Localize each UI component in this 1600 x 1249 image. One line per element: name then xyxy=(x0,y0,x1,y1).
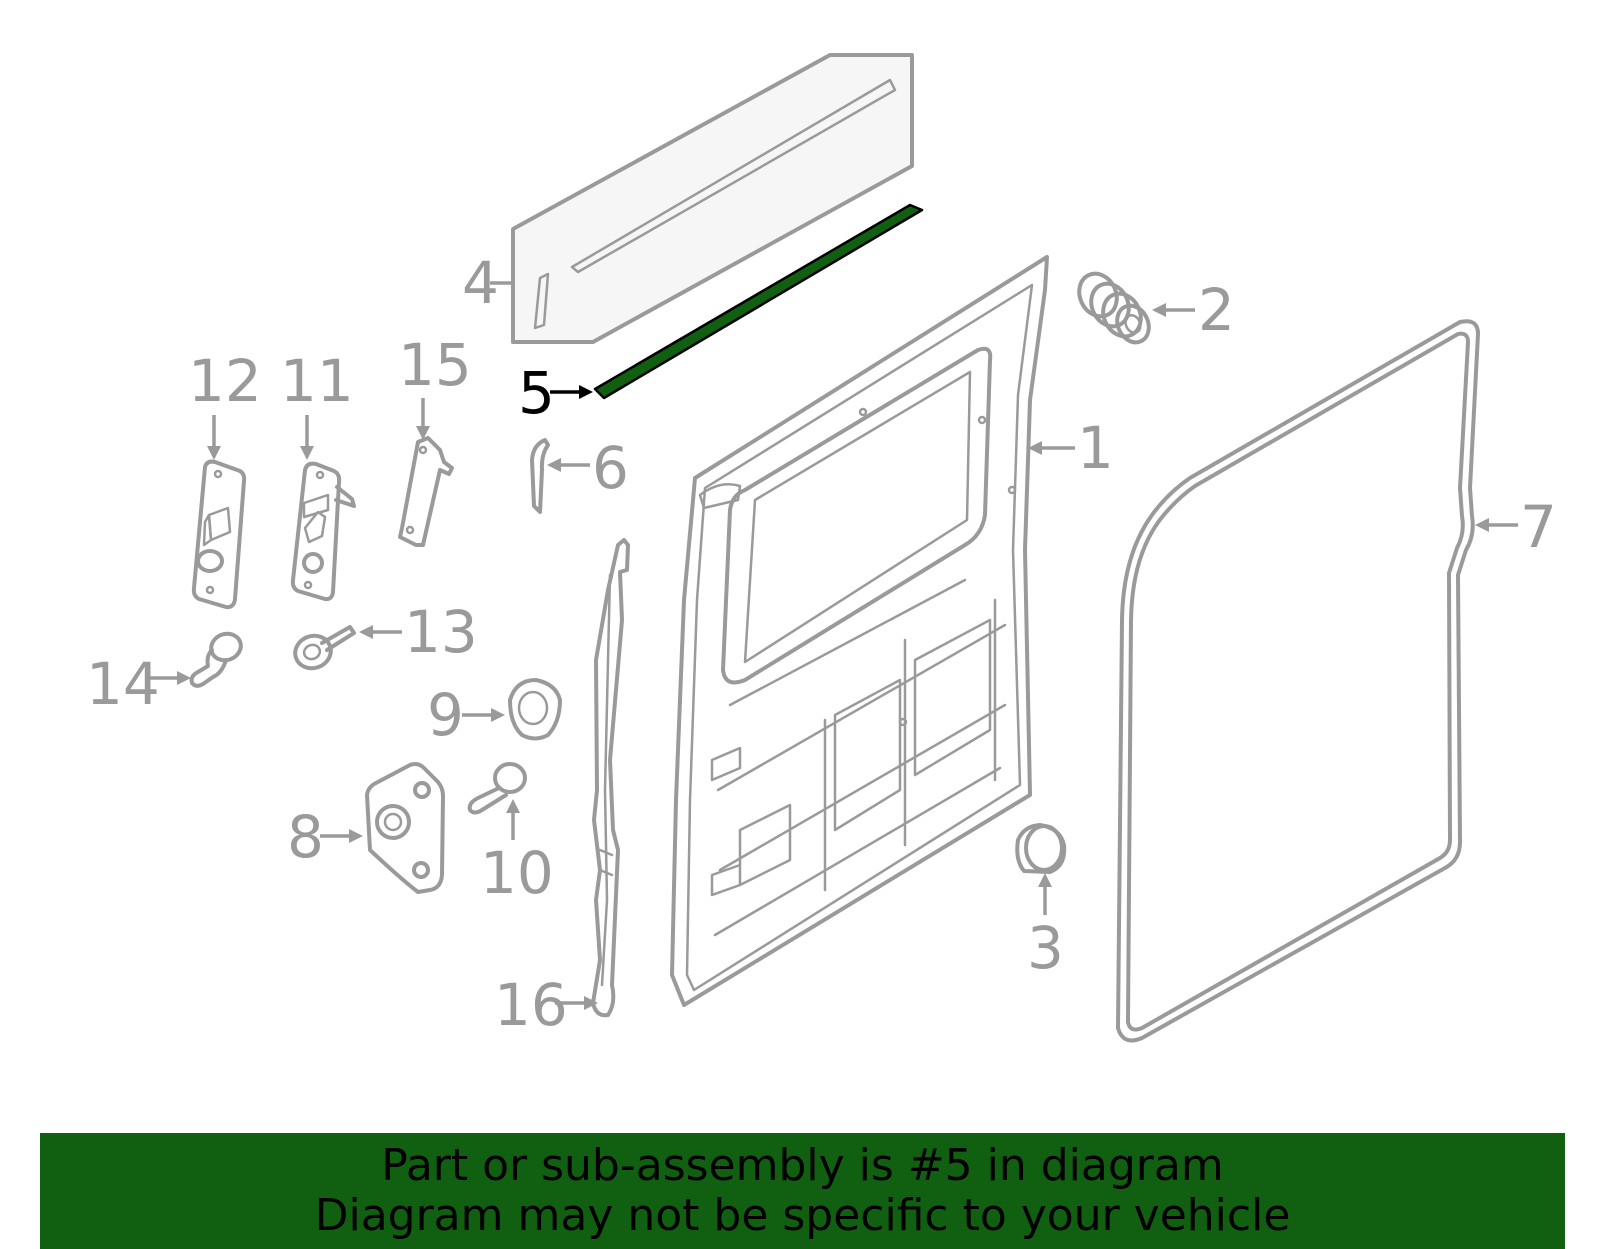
arrow-9 xyxy=(462,708,505,722)
arrow-12 xyxy=(207,415,221,460)
part-6-clip[interactable] xyxy=(530,438,550,514)
part-10-bolt[interactable] xyxy=(467,762,527,815)
callout-1: 1 xyxy=(1077,414,1114,482)
part-14-stud[interactable] xyxy=(189,630,245,688)
callout-11: 11 xyxy=(280,347,354,415)
part-9-plug[interactable] xyxy=(508,678,562,741)
arrow-11 xyxy=(300,415,314,460)
part-5-weatherstrip[interactable] xyxy=(593,203,924,400)
part-7-door-seal[interactable] xyxy=(1116,319,1480,1043)
arrow-15 xyxy=(416,398,430,440)
callout-3: 3 xyxy=(1027,914,1064,982)
part-2-bumper[interactable] xyxy=(1072,267,1154,347)
arrow-5 xyxy=(550,385,593,399)
arrow-14 xyxy=(148,671,191,685)
arrow-10 xyxy=(506,799,520,840)
callout-5: 5 xyxy=(518,359,555,427)
callout-10: 10 xyxy=(480,839,554,907)
arrow-2 xyxy=(1152,303,1195,317)
callout-15: 15 xyxy=(398,331,472,399)
banner-line-2: Diagram may not be specific to your vehi… xyxy=(314,1190,1291,1241)
part-13-bolt[interactable] xyxy=(291,625,356,673)
arrow-8 xyxy=(320,829,363,843)
arrow-7 xyxy=(1475,518,1518,532)
callout-14: 14 xyxy=(86,650,160,718)
callout-12: 12 xyxy=(188,347,262,415)
arrow-6 xyxy=(547,458,590,472)
arrow-13 xyxy=(359,625,402,639)
callout-4: 4 xyxy=(462,249,499,317)
part-11-latch[interactable] xyxy=(290,461,356,602)
part-16-guide-track[interactable] xyxy=(591,538,630,1018)
part-8-plate[interactable] xyxy=(365,762,445,894)
part-4-trim-panel[interactable] xyxy=(511,53,914,344)
callout-8: 8 xyxy=(287,803,324,871)
part-3-roller-cap[interactable] xyxy=(1015,823,1067,874)
info-banner: Part or sub-assembly is #5 in diagram Di… xyxy=(40,1133,1565,1249)
callout-2: 2 xyxy=(1198,276,1235,344)
callout-6: 6 xyxy=(592,434,629,502)
arrow-16 xyxy=(555,996,598,1010)
callout-7: 7 xyxy=(1520,493,1557,561)
part-15-bracket[interactable] xyxy=(398,436,454,547)
part-1-door-shell[interactable] xyxy=(670,255,1049,1007)
callout-9: 9 xyxy=(427,681,464,749)
callout-13: 13 xyxy=(404,598,478,666)
part-12-latch[interactable] xyxy=(191,459,247,610)
banner-line-1: Part or sub-assembly is #5 in diagram xyxy=(381,1140,1224,1191)
arrow-1 xyxy=(1028,441,1075,455)
arrow-3 xyxy=(1038,873,1052,915)
parts-diagram: 1 2 3 4 5 6 7 8 9 10 11 12 13 14 15 16 xyxy=(86,53,1557,1043)
callout-16: 16 xyxy=(494,971,568,1039)
